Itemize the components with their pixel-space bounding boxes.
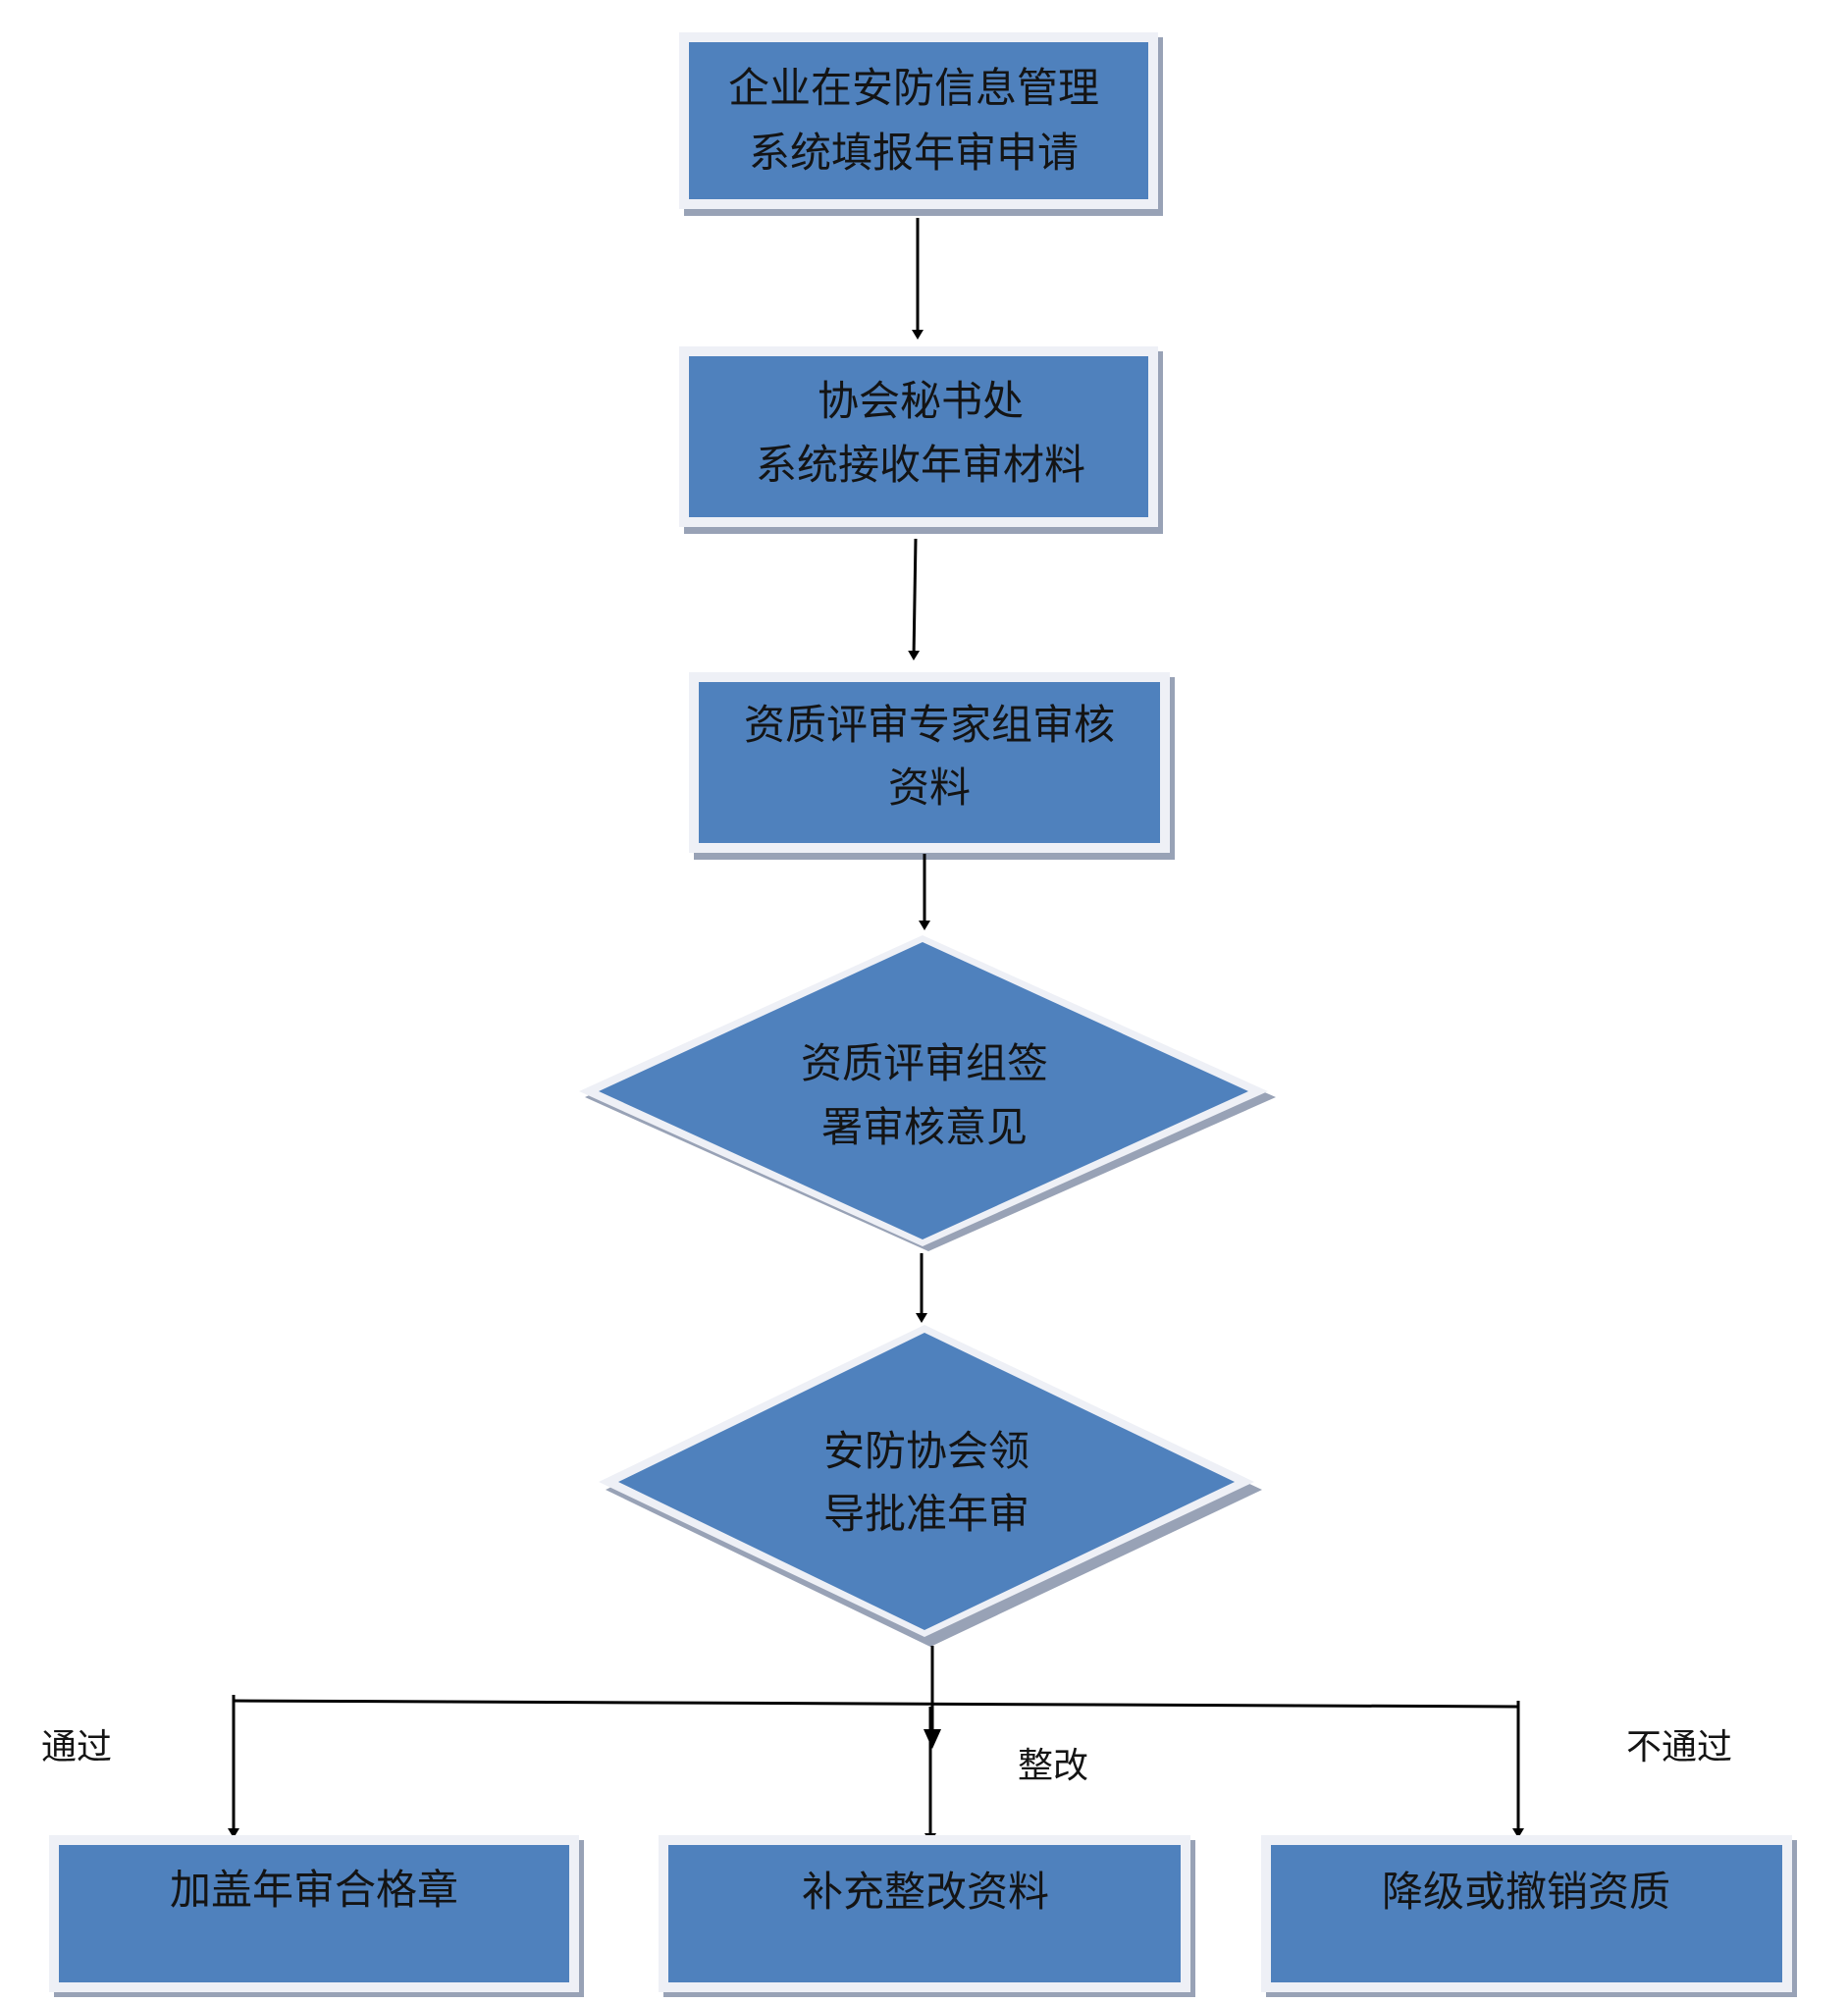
arrow-2-to-3 — [908, 538, 921, 660]
node-label: 降级或撤销资质 — [1382, 1868, 1670, 1916]
node-label-line-2: 资料 — [888, 764, 971, 812]
node-label-line-1: 安防协会领 — [823, 1427, 1030, 1475]
node-label-line-1: 资质评审组签 — [801, 1039, 1048, 1087]
node-receive-materials: 协会秘书处 系统接收年审材料 — [679, 346, 1163, 534]
node-expert-review: 资质评审专家组审核 资料 — [689, 672, 1175, 860]
node-label-line-2: 系统接收年审材料 — [756, 441, 1085, 489]
edge-label-fail: 不通过 — [1626, 1727, 1732, 1767]
edge-label-rectify: 整改 — [1018, 1746, 1088, 1786]
node-stamp-qualified: 加盖年审合格章 — [49, 1835, 584, 1997]
node-box — [1271, 1845, 1782, 1982]
node-leader-approval: 安防协会领 导批准年审 — [599, 1325, 1262, 1647]
branch-horizontal-line — [233, 1699, 1519, 1709]
node-supplement-materials: 补充整改资料 — [659, 1835, 1195, 1997]
node-label-line-2: 署审核意见 — [821, 1103, 1028, 1151]
node-box — [618, 1333, 1235, 1630]
node-label-line-1: 资质评审专家组审核 — [744, 701, 1115, 749]
node-submit-application: 企业在安防信息管理 系统填报年审申请 — [679, 32, 1163, 216]
node-label: 补充整改资料 — [802, 1868, 1049, 1916]
node-box — [699, 682, 1160, 843]
node-box — [59, 1845, 569, 1982]
branch-stem-arrowhead — [924, 1729, 941, 1749]
node-box — [668, 1845, 1181, 1982]
node-downgrade-revoke: 降级或撤销资质 — [1261, 1835, 1797, 1997]
node-review-opinion: 资质评审组签 署审核意见 — [579, 935, 1276, 1251]
node-label-line-1: 协会秘书处 — [818, 377, 1024, 425]
node-box — [689, 42, 1148, 199]
edge-label-pass: 通过 — [41, 1727, 112, 1767]
node-label: 加盖年审合格章 — [170, 1866, 458, 1914]
node-label-line-1: 企业在安防信息管理 — [728, 64, 1099, 112]
node-label-line-2: 导批准年审 — [823, 1490, 1030, 1538]
node-box — [689, 356, 1148, 517]
node-label-line-2: 系统填报年审申请 — [749, 129, 1079, 177]
node-box — [599, 942, 1248, 1239]
